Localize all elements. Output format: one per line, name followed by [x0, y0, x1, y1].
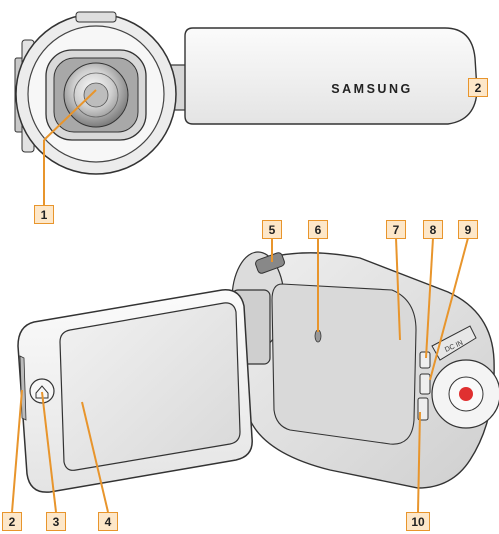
brand-logo: SAMSUNG [331, 82, 412, 96]
home-icon [35, 385, 49, 399]
callout-8: 8 [423, 220, 443, 239]
side-button-middle [419, 373, 431, 395]
leader-line-1 [43, 89, 97, 141]
lcd-panel-back [184, 27, 478, 125]
leader-line-b7 [395, 237, 401, 341]
lens-center [83, 82, 109, 108]
callout-2-top: 2 [468, 78, 488, 97]
lcd-display [59, 302, 241, 471]
callout-9: 9 [458, 220, 478, 239]
callout-5: 5 [262, 220, 282, 239]
leader-line-b4 [81, 401, 109, 513]
side-face [271, 283, 417, 445]
leader-line-b9 [429, 237, 469, 381]
callout-3: 3 [46, 512, 66, 531]
leader-line-b2 [11, 389, 23, 513]
callout-4: 4 [98, 512, 118, 531]
leader-line-b3 [41, 391, 57, 513]
callout-6: 6 [308, 220, 328, 239]
lens-top-tab [75, 11, 117, 23]
callout-10: 10 [406, 512, 430, 531]
zoom-lever [255, 252, 285, 274]
leader-line-b8 [425, 237, 434, 359]
callout-2-bottom: 2 [2, 512, 22, 531]
side-button-upper [419, 351, 431, 369]
bottom-view: DC IN [11, 237, 499, 513]
record-button [459, 387, 473, 401]
top-view: SAMSUNG [14, 11, 488, 205]
leader-line-b10 [417, 411, 421, 513]
callout-7: 7 [386, 220, 406, 239]
callout-1: 1 [34, 205, 54, 224]
lens-inner-ring [73, 72, 119, 118]
